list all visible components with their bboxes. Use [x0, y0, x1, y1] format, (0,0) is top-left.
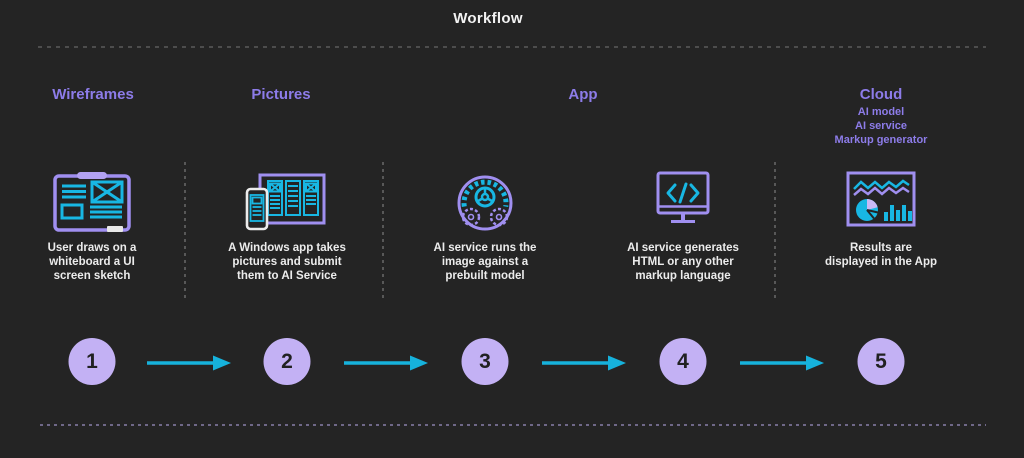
section-header-app: App [568, 86, 597, 103]
ai-model-gears-icon [438, 167, 532, 239]
section-divider-2 [382, 162, 384, 298]
step-caption-3: AI service runs the image against a preb… [433, 242, 537, 282]
step-circle-4: 4 [659, 338, 707, 385]
arrow-icon-4 [740, 354, 824, 377]
wireframe-sketch-icon [45, 167, 139, 239]
cloud-sublabel-ai-model: AI model [857, 106, 905, 118]
section-label: Cloud [859, 86, 903, 103]
code-monitor-icon [636, 167, 730, 239]
section-header-cloud: Cloud AI model AI service Markup generat… [835, 86, 928, 147]
section-header-pictures: Pictures [251, 86, 310, 103]
step-caption-2: A Windows app takes pictures and submit … [228, 242, 346, 282]
section-divider-3 [774, 162, 776, 298]
section-divider-1 [184, 162, 186, 298]
diagram-title: Workflow [453, 10, 523, 27]
results-dashboard-icon [834, 167, 928, 239]
section-header-wireframes: Wireframes [52, 86, 134, 103]
cloud-sublabel-ai-service: AI service [855, 120, 907, 132]
section-label: Wireframes [52, 86, 134, 103]
cloud-sublabels: AI model AI service Markup generator [835, 105, 928, 147]
section-label: App [568, 86, 598, 103]
arrow-icon-3 [542, 354, 626, 377]
step-circle-1: 1 [68, 338, 116, 385]
step-caption-5: Results are displayed in the App [824, 242, 938, 268]
windows-app-pictures-icon [240, 167, 334, 239]
cloud-sublabel-markup-generator: Markup generator [834, 134, 928, 146]
step-caption-4: AI service generates HTML or any other m… [627, 242, 739, 282]
bottom-dashed-divider [40, 424, 986, 426]
step-caption-1: User draws on a whiteboard a UI screen s… [47, 242, 137, 282]
top-dashed-divider [38, 46, 986, 48]
section-label: Pictures [251, 86, 311, 103]
step-circle-5: 5 [857, 338, 905, 385]
arrow-icon-1 [147, 354, 231, 377]
step-circle-3: 3 [461, 338, 509, 385]
step-circle-2: 2 [263, 338, 311, 385]
arrow-icon-2 [344, 354, 428, 377]
